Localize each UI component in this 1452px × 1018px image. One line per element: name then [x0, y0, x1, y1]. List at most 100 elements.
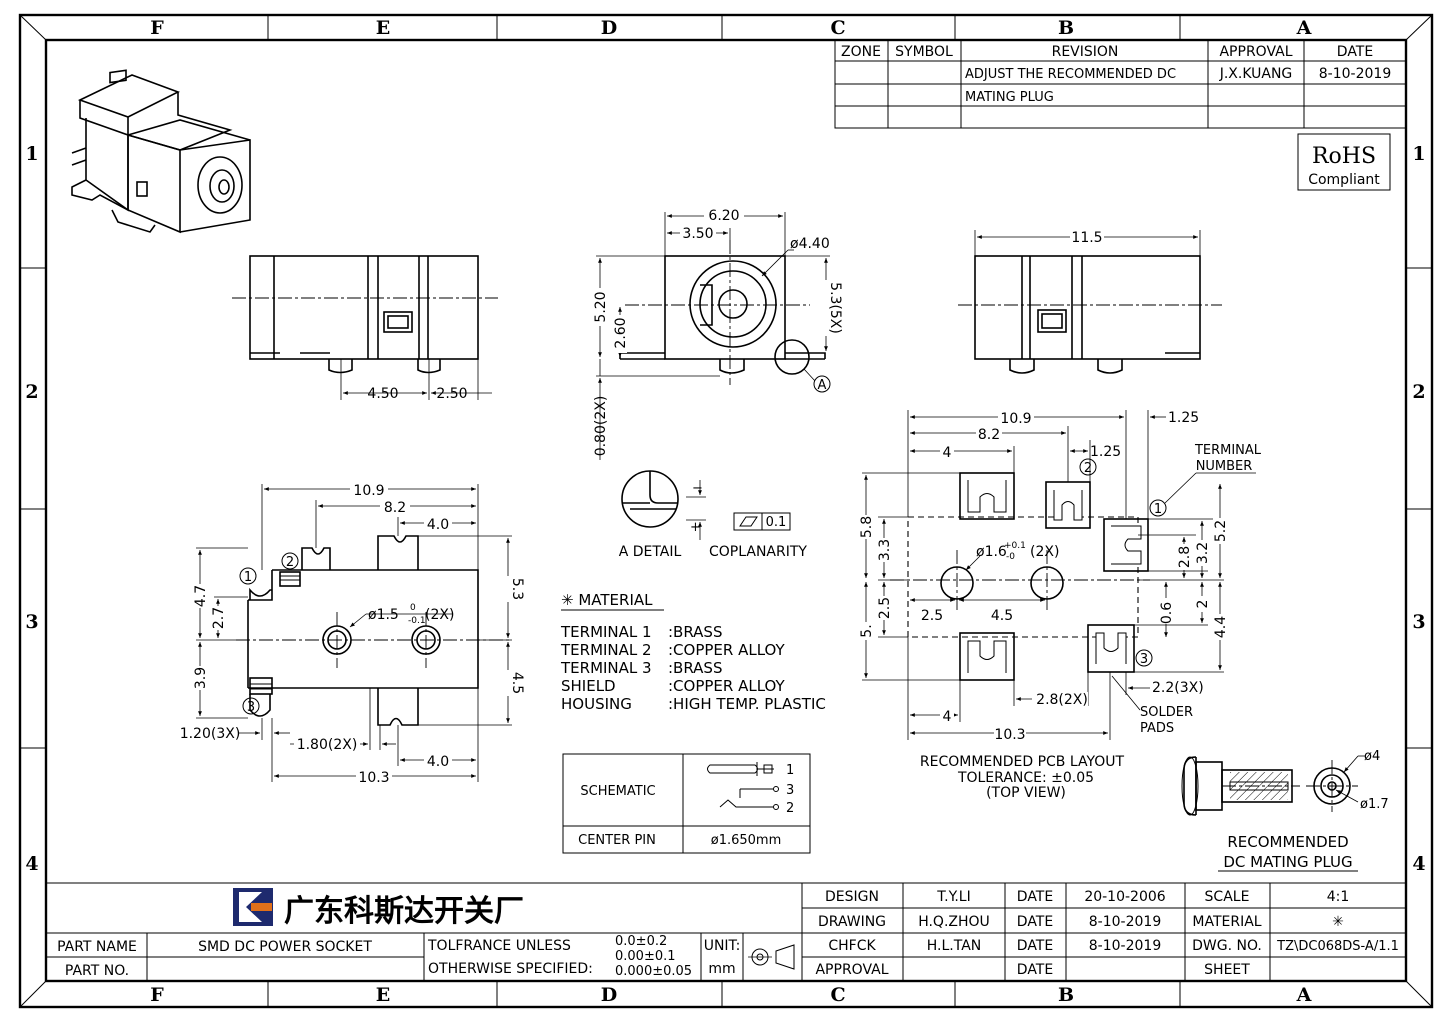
- material-field-label: MATERIAL: [1192, 914, 1261, 930]
- zone-col-d: D: [601, 17, 617, 39]
- zone-row-2-right: 2: [1412, 381, 1425, 403]
- detail-a: + − 0.1 A DETAIL COPLANARITY: [619, 470, 807, 560]
- rev-description-line1: ADJUST THE RECOMMENDED DC: [965, 67, 1176, 82]
- dim-8-2: 8.2: [384, 500, 406, 516]
- tolerance-2: 0.00±0.1: [615, 949, 676, 964]
- plug-dim-4: ø4: [1364, 749, 1380, 764]
- drawing-label: DRAWING: [818, 914, 886, 930]
- zone-col-a: A: [1296, 17, 1312, 39]
- rev-description-line2: MATING PLUG: [965, 90, 1054, 105]
- check-date: 8-10-2019: [1089, 938, 1161, 954]
- material-field-value: ✳: [1332, 914, 1344, 930]
- dim-2-7: 2.7: [211, 607, 227, 629]
- detail-a-label: A DETAIL: [619, 544, 682, 560]
- material-value-3: :BRASS: [668, 659, 722, 677]
- pcb-dim-2-8-2x: 2.8(2X): [1036, 692, 1088, 708]
- terminal-1-marker: 1: [244, 570, 252, 585]
- projection-symbol-icon: [748, 944, 795, 970]
- pcb-dim-2-8-v: 2.8: [1177, 546, 1193, 568]
- dim-4-50: 4.50: [367, 386, 398, 402]
- pcb-dim-3-2: 3.2: [1195, 542, 1211, 564]
- minus-sign: −: [692, 481, 703, 496]
- material-part-3: TERMINAL 3: [560, 659, 652, 677]
- material-list: ✳ MATERIAL TERMINAL 1 :BRASS TERMINAL 2 …: [560, 591, 826, 713]
- zone-col-e-bottom: E: [376, 984, 390, 1006]
- pcb-dim-4-5: 4.5: [991, 608, 1013, 624]
- rev-date: 8-10-2019: [1319, 66, 1391, 82]
- coplanarity-value: 0.1: [766, 515, 787, 530]
- part-name-value: SMD DC POWER SOCKET: [198, 939, 372, 955]
- material-part-1: TERMINAL 1: [560, 623, 652, 641]
- part-name-label: PART NAME: [57, 939, 137, 955]
- pcb-dim-2-2-3x: 2.2(3X): [1152, 680, 1204, 696]
- material-title: ✳ MATERIAL: [561, 591, 653, 609]
- material-value-4: :COPPER ALLOY: [668, 677, 786, 695]
- drawing-date-label: DATE: [1017, 914, 1053, 930]
- coplanarity-label: COPLANARITY: [709, 544, 807, 560]
- material-part-4: SHIELD: [561, 677, 616, 695]
- dim-6-20: 6.20: [708, 208, 739, 224]
- zone-row-4: 4: [25, 853, 38, 875]
- dim-5-3-5x: 5.3(5X): [827, 282, 843, 334]
- pcb-terminal-1: 1: [1154, 502, 1162, 517]
- drawing-frame: [18, 13, 1434, 1009]
- dim-hole-count: (2X): [425, 607, 454, 623]
- dim-1-80-2x: 1.80(2X): [297, 737, 358, 753]
- pcb-layout-title: RECOMMENDED PCB LAYOUT: [920, 754, 1125, 770]
- pcb-dim-8-2: 8.2: [978, 427, 1000, 443]
- tolerance-line-1: TOLFRANCE UNLESS: [427, 938, 571, 954]
- zone-col-c: C: [830, 17, 845, 39]
- terminal-3-marker: 3: [247, 700, 255, 715]
- dim-hole-tol-dn: -0.1: [408, 616, 426, 626]
- material-value-5: :HIGH TEMP. PLASTIC: [668, 695, 826, 713]
- zone-row-1-right: 1: [1412, 143, 1425, 165]
- tolerance-3: 0.000±0.05: [615, 964, 692, 979]
- pcb-layout: 2 1 3 TERMINAL NUMBER 10.9 8.2 4 1.25 1.…: [859, 410, 1262, 801]
- rev-header-revision: REVISION: [1052, 44, 1119, 60]
- pcb-dim-2: 2: [1195, 600, 1211, 609]
- approval-date-label: DATE: [1017, 962, 1053, 978]
- dim-5-20: 5.20: [593, 291, 609, 322]
- dim-hole-dia: ø1.5: [368, 607, 399, 623]
- unit-label: UNIT:: [704, 938, 741, 954]
- pcb-dim-3-3: 3.3: [877, 539, 893, 561]
- tolerance-line-2: OTHERWISE SPECIFIED:: [428, 961, 593, 977]
- unit-value: mm: [708, 961, 735, 977]
- company-logo: [233, 888, 273, 926]
- zone-col-d-bottom: D: [601, 984, 617, 1006]
- dim-2-60: 2.60: [613, 317, 629, 348]
- sheet-label: SHEET: [1204, 962, 1250, 978]
- bottom-view: 1 2 3 10.9 8.2 4.0 5.3 4.5: [180, 482, 525, 786]
- dim-dia-4-40: ø4.40: [790, 236, 830, 252]
- pcb-dim-1-25-b: 1.25: [1090, 444, 1121, 460]
- pcb-dim-5-2: 5.2: [1213, 520, 1229, 542]
- company-name: 广东科斯达开关厂: [284, 894, 524, 929]
- pcb-dim-hole-dia: ø1.6: [976, 544, 1007, 560]
- dwg-no-value: TZ\DC068DS-A/1.1: [1276, 939, 1399, 954]
- drawing-name: H.Q.ZHOU: [918, 914, 990, 930]
- zone-row-4-right: 4: [1412, 853, 1425, 875]
- plug-title-1: RECOMMENDED: [1227, 833, 1348, 851]
- dim-1-20-3x: 1.20(3X): [180, 726, 241, 742]
- dim-10-3: 10.3: [358, 770, 389, 786]
- right-side-view: 11.5: [958, 229, 1222, 374]
- zone-col-b-bottom: B: [1058, 984, 1074, 1006]
- schematic-label: SCHEMATIC: [580, 784, 655, 799]
- zone-col-c-bottom: C: [830, 984, 845, 1006]
- zone-row-3-right: 3: [1412, 611, 1425, 633]
- pcb-dim-hole-tol-dn: -0: [1006, 552, 1015, 562]
- dim-hole-tol-up: 0: [410, 603, 416, 613]
- rev-header-zone: ZONE: [841, 44, 881, 60]
- material-part-2: TERMINAL 2: [560, 641, 652, 659]
- dim-5-3: 5.3: [509, 578, 525, 600]
- terminal-number-label-2: NUMBER: [1196, 459, 1253, 474]
- design-name: T.Y.LI: [936, 889, 970, 905]
- pcb-layout-tolerance: TOLERANCE: ±0.05: [957, 770, 1094, 786]
- check-label: CHFCK: [828, 938, 876, 954]
- solder-pads-label-1: SOLDER: [1140, 705, 1193, 720]
- rohs-badge: RoHS Compliant: [1297, 133, 1391, 191]
- pcb-dim-10-9: 10.9: [1000, 411, 1031, 427]
- zone-row-1: 1: [25, 143, 38, 165]
- pcb-dim-4-4: 4.4: [1213, 616, 1229, 638]
